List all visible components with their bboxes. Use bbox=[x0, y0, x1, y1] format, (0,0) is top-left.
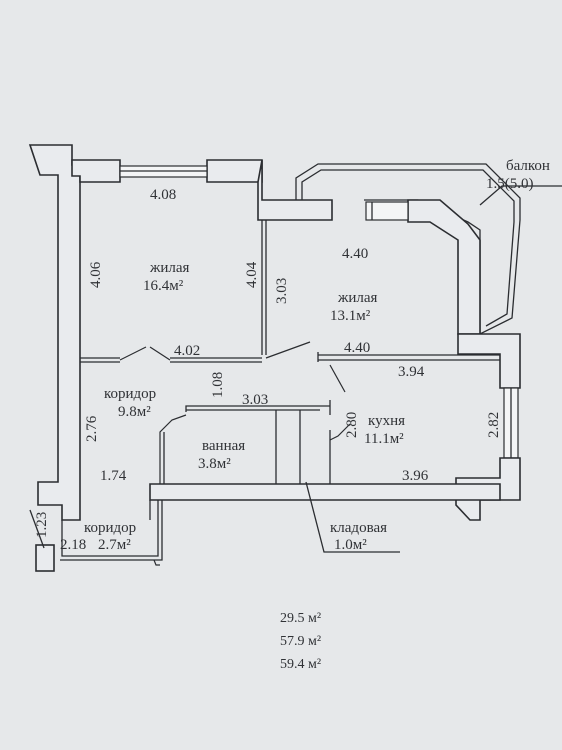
balcony-inner-wall bbox=[407, 199, 481, 335]
right-wall-upper bbox=[457, 333, 521, 389]
dim-402: 4.02 bbox=[174, 343, 200, 359]
living1-name: жилая bbox=[149, 260, 190, 276]
living2-area: 13.1м² bbox=[330, 308, 371, 324]
dim-282: 2.82 bbox=[486, 412, 502, 438]
door-kitchen[interactable] bbox=[329, 364, 346, 393]
dim-218: 2.18 bbox=[60, 537, 86, 553]
top-wall-right-segment bbox=[206, 159, 263, 183]
dim-394: 3.94 bbox=[398, 364, 425, 380]
corridor1-area: 9.8м² bbox=[118, 404, 151, 420]
door-bathroom[interactable] bbox=[159, 414, 187, 486]
wall-living1-right-top bbox=[257, 159, 333, 221]
door-living1[interactable] bbox=[119, 346, 147, 361]
dim-303-horizontal: 3.03 bbox=[242, 392, 268, 408]
storage-leader-line bbox=[305, 481, 400, 553]
dim-280: 2.80 bbox=[344, 412, 360, 438]
total-living-area: 29.5 м² bbox=[280, 611, 321, 626]
total-area: 57.9 м² bbox=[280, 634, 321, 649]
corridor2-area: 2.7м² bbox=[98, 537, 131, 553]
bathroom-walls bbox=[185, 400, 331, 415]
storage-name: кладовая bbox=[330, 520, 387, 536]
bottom-main-wall bbox=[149, 483, 501, 501]
balcony-area: 1.5(5.0) bbox=[486, 176, 534, 192]
dim-276: 2.76 bbox=[84, 415, 100, 442]
corridor2-name: коридор bbox=[84, 520, 136, 536]
corridor2-walls bbox=[61, 500, 159, 557]
balcony-leader-line bbox=[479, 185, 562, 206]
corridor2-column bbox=[35, 544, 55, 572]
living2-name: жилая bbox=[337, 290, 378, 306]
dim-108: 1.08 bbox=[210, 372, 226, 398]
kitchen-area: 11.1м² bbox=[364, 431, 404, 447]
dim-404: 4.04 bbox=[244, 261, 260, 288]
dim-396: 3.96 bbox=[402, 468, 429, 484]
corridor1-name: коридор bbox=[104, 386, 156, 402]
dim-303-vertical: 3.03 bbox=[274, 278, 290, 304]
dim-440-mid: 4.40 bbox=[344, 340, 370, 356]
dim-123: 1.23 bbox=[34, 512, 50, 538]
dim-174: 1.74 bbox=[100, 468, 127, 484]
left-exterior-wall bbox=[28, 144, 81, 521]
dim-406: 4.06 bbox=[88, 261, 104, 288]
balcony-name: балкон bbox=[506, 158, 550, 174]
storage-area: 1.0м² bbox=[334, 537, 367, 553]
door-living2[interactable] bbox=[265, 341, 311, 359]
dim-440-top: 4.40 bbox=[342, 246, 368, 262]
bathroom-area: 3.8м² bbox=[198, 456, 231, 472]
total-area-with-balcony: 59.4 м² bbox=[280, 657, 321, 672]
top-wall-living1 bbox=[71, 159, 121, 183]
bathroom-name: ванная bbox=[202, 438, 245, 454]
dim-408: 4.08 bbox=[150, 187, 176, 203]
balcony-door bbox=[365, 201, 409, 221]
kitchen-name: кухня bbox=[368, 413, 405, 429]
living1-area: 16.4м² bbox=[143, 278, 184, 294]
